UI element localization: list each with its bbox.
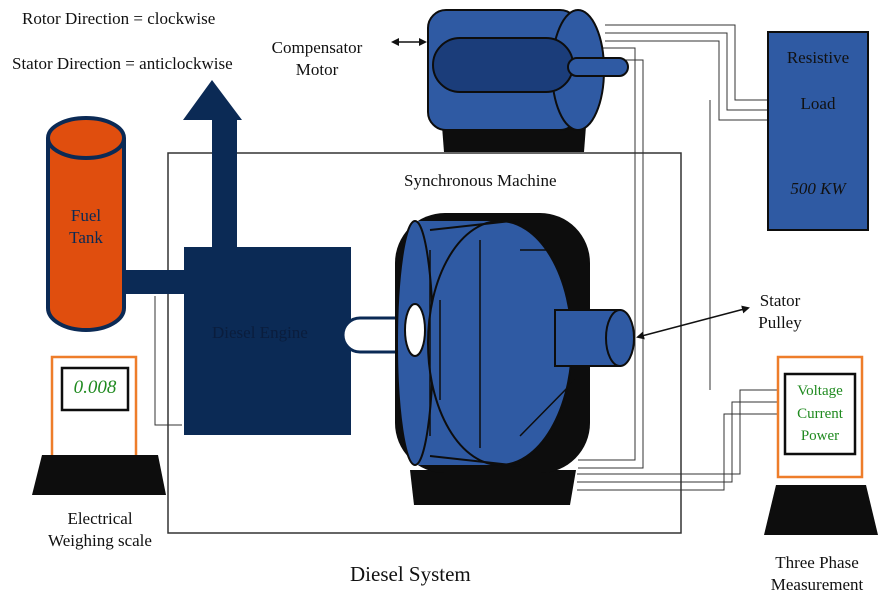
machine-stand <box>410 470 576 505</box>
resistive-label: Resistive <box>786 48 850 67</box>
wiring <box>154 24 778 491</box>
stator-arrow <box>636 305 750 340</box>
synchronous-machine-label: Synchronous Machine <box>404 171 557 190</box>
diesel-engine-block <box>184 247 351 435</box>
rotor-direction-label: Rotor Direction = clockwise <box>22 9 216 28</box>
three-phase-meter <box>764 355 878 535</box>
load-label: Load <box>800 94 836 113</box>
fuel-pipe <box>118 270 186 294</box>
fuel-tank-label: Fuel Tank <box>69 206 103 248</box>
exhaust-arrow <box>183 80 242 250</box>
three-phase-label: Three Phase Measurement <box>770 553 864 595</box>
stator-pulley-label: Stator Pulley <box>758 291 802 333</box>
scale-reading: 0.008 <box>73 377 117 398</box>
diesel-engine-label: Diesel Engine <box>212 323 308 342</box>
fuel-tank <box>46 116 126 332</box>
meter-readout: Voltage Current Power <box>797 383 843 444</box>
diesel-system-frame <box>167 152 682 534</box>
compensator-motor <box>427 9 629 152</box>
compensator-motor-label: Compensator Motor <box>271 38 363 80</box>
diesel-system-label: Diesel System <box>350 562 471 586</box>
synchronous-machine <box>395 213 635 505</box>
weighing-scale <box>32 355 166 495</box>
weighing-scale-label: Electrical Weighing scale <box>48 509 152 551</box>
load-rating: 500 KW <box>790 179 846 198</box>
stator-direction-label: Stator Direction = anticlockwise <box>12 54 233 73</box>
resistive-load-box <box>767 31 869 231</box>
